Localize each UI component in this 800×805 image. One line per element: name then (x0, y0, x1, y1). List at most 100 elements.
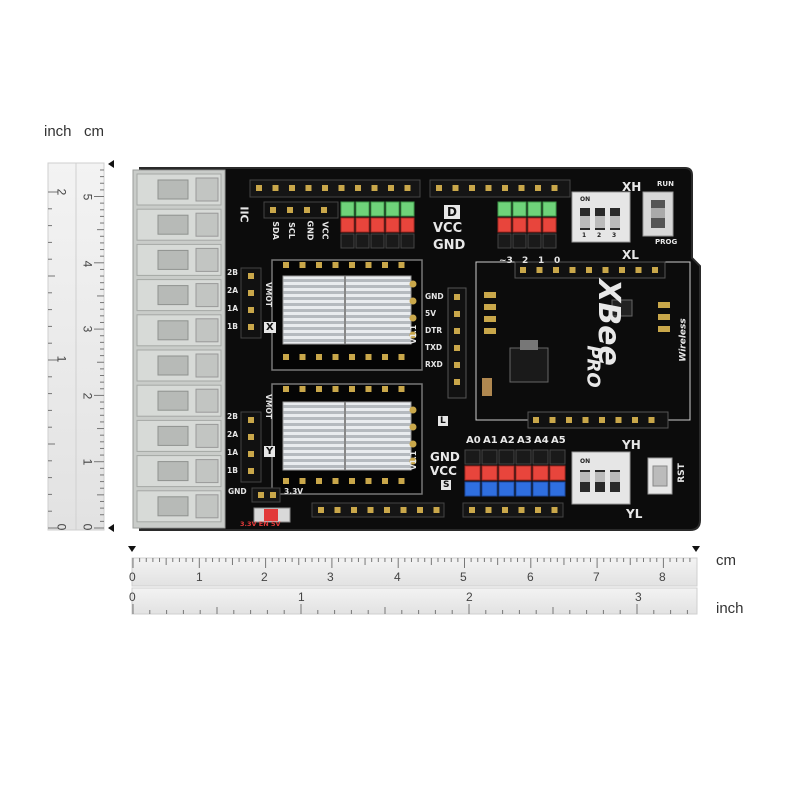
reset-button[interactable] (647, 457, 673, 495)
bottom-header-pin (351, 507, 357, 513)
driver-pin (398, 354, 405, 360)
terminal-opening (195, 283, 219, 308)
terminal-screw (157, 390, 189, 411)
color-header-pin (355, 217, 370, 233)
top-header-pin (289, 185, 295, 191)
analog-header-pin (515, 481, 532, 497)
power-jumper[interactable] (253, 507, 291, 523)
color-header-pin (527, 233, 542, 249)
color-header-pin (400, 201, 415, 217)
driver-pin (398, 478, 405, 484)
prog-label: PROG (655, 238, 678, 246)
terminal-opening (195, 353, 219, 378)
analog-header-pin (464, 465, 481, 481)
dip-switch-x[interactable] (571, 191, 631, 243)
left-cm-tick-4: 4 (80, 260, 95, 268)
driver-side-pin (409, 314, 417, 322)
analog-a4: A4 (534, 435, 549, 446)
xbee-top-pin (586, 267, 592, 273)
driver-pin (316, 262, 322, 268)
analog-a0: A0 (466, 435, 481, 446)
top-header-pin (469, 185, 475, 191)
xbee-bottom-pin (533, 417, 539, 423)
s-marker: S (441, 480, 452, 490)
color-header-pin (400, 233, 415, 249)
color-header-pin (385, 233, 400, 249)
dimension-arrows (108, 160, 700, 552)
color-header-pin (400, 217, 415, 233)
driver-pin (382, 478, 388, 484)
terminal-screw (157, 179, 189, 200)
bottom-ruler-inch (131, 587, 698, 615)
yh-label: YH (622, 438, 641, 452)
analog-header-pin (464, 449, 481, 465)
color-header-pin (497, 201, 512, 217)
top-header-pin (452, 185, 459, 191)
xbee-top-pin (536, 267, 543, 273)
y-motor-1a: 1A (227, 448, 239, 457)
color-header-pin (512, 217, 527, 233)
driver-pin (283, 386, 289, 392)
iic-pin (287, 207, 293, 213)
analog-header-pin (498, 449, 515, 465)
xbee-socket (475, 261, 691, 429)
driver-pin (365, 478, 372, 484)
gnd-label: GND (433, 238, 466, 253)
driver-side-pin (409, 297, 417, 305)
dip-switch-y[interactable] (571, 451, 631, 505)
top-header-pin (535, 185, 541, 191)
digital-pin-1: 1 (538, 256, 545, 266)
motor-pin (248, 451, 254, 457)
bottom-header-pin (535, 507, 541, 513)
iic-label: IIC (237, 206, 251, 223)
motor-pin (248, 290, 254, 296)
y-vmot-label: VMOT (263, 394, 273, 419)
xbee-bottom-pin (549, 417, 556, 423)
color-header-pin (340, 233, 355, 249)
uart-rxd: RXD (425, 360, 443, 369)
bottom-header-pin (518, 507, 525, 513)
left-cm-tick-3: 3 (80, 325, 95, 333)
left-inch-tick-2: 2 (54, 188, 69, 196)
driver-pin (365, 262, 372, 268)
driver-pin (365, 386, 372, 392)
xbee-bottom-pin (632, 417, 638, 423)
color-header-pin (355, 233, 370, 249)
bottom-header-pin (318, 507, 324, 513)
xbee-bottom-pin (566, 417, 572, 423)
left-cm-tick-1: 1 (80, 458, 95, 466)
motor-pin (248, 434, 254, 440)
top-header-pin (256, 185, 262, 191)
dip-x-on: ON (580, 196, 591, 203)
top-header-pin (305, 185, 312, 191)
left-inch-tick-1: 1 (54, 355, 69, 363)
xbee-smd-pad (484, 292, 496, 298)
xbee-top-pin (520, 267, 526, 273)
analog-a5: A5 (551, 435, 566, 446)
bottom-header-pin (433, 507, 440, 513)
terminal-screw (157, 355, 189, 376)
cm-tick-3: 3 (327, 570, 334, 584)
top-header-pin (518, 185, 525, 191)
jumper-label: 3.3V EN 5V (240, 520, 281, 528)
analog-a1: A1 (483, 435, 498, 446)
color-header-pin (340, 201, 355, 217)
top-header-pin (551, 185, 558, 191)
driver-pin (349, 478, 355, 484)
xbee-bottom-pin (582, 417, 589, 423)
driver-side-pin (409, 440, 417, 448)
left-unit-inch: inch (44, 123, 72, 140)
motor-header-x (240, 267, 262, 339)
driver-pin (349, 262, 355, 268)
driver-side-pin (409, 280, 417, 288)
inch-tick-0: 0 (129, 590, 136, 604)
color-header-pin (512, 201, 527, 217)
run-prog-switch[interactable] (642, 191, 674, 237)
xbee-smd-pad (658, 326, 670, 332)
analog-header-pin (532, 465, 549, 481)
terminal-opening (195, 177, 219, 202)
driver-pin (283, 262, 289, 268)
top-header-pin (404, 185, 411, 191)
uart-dtr: DTR (425, 326, 443, 335)
